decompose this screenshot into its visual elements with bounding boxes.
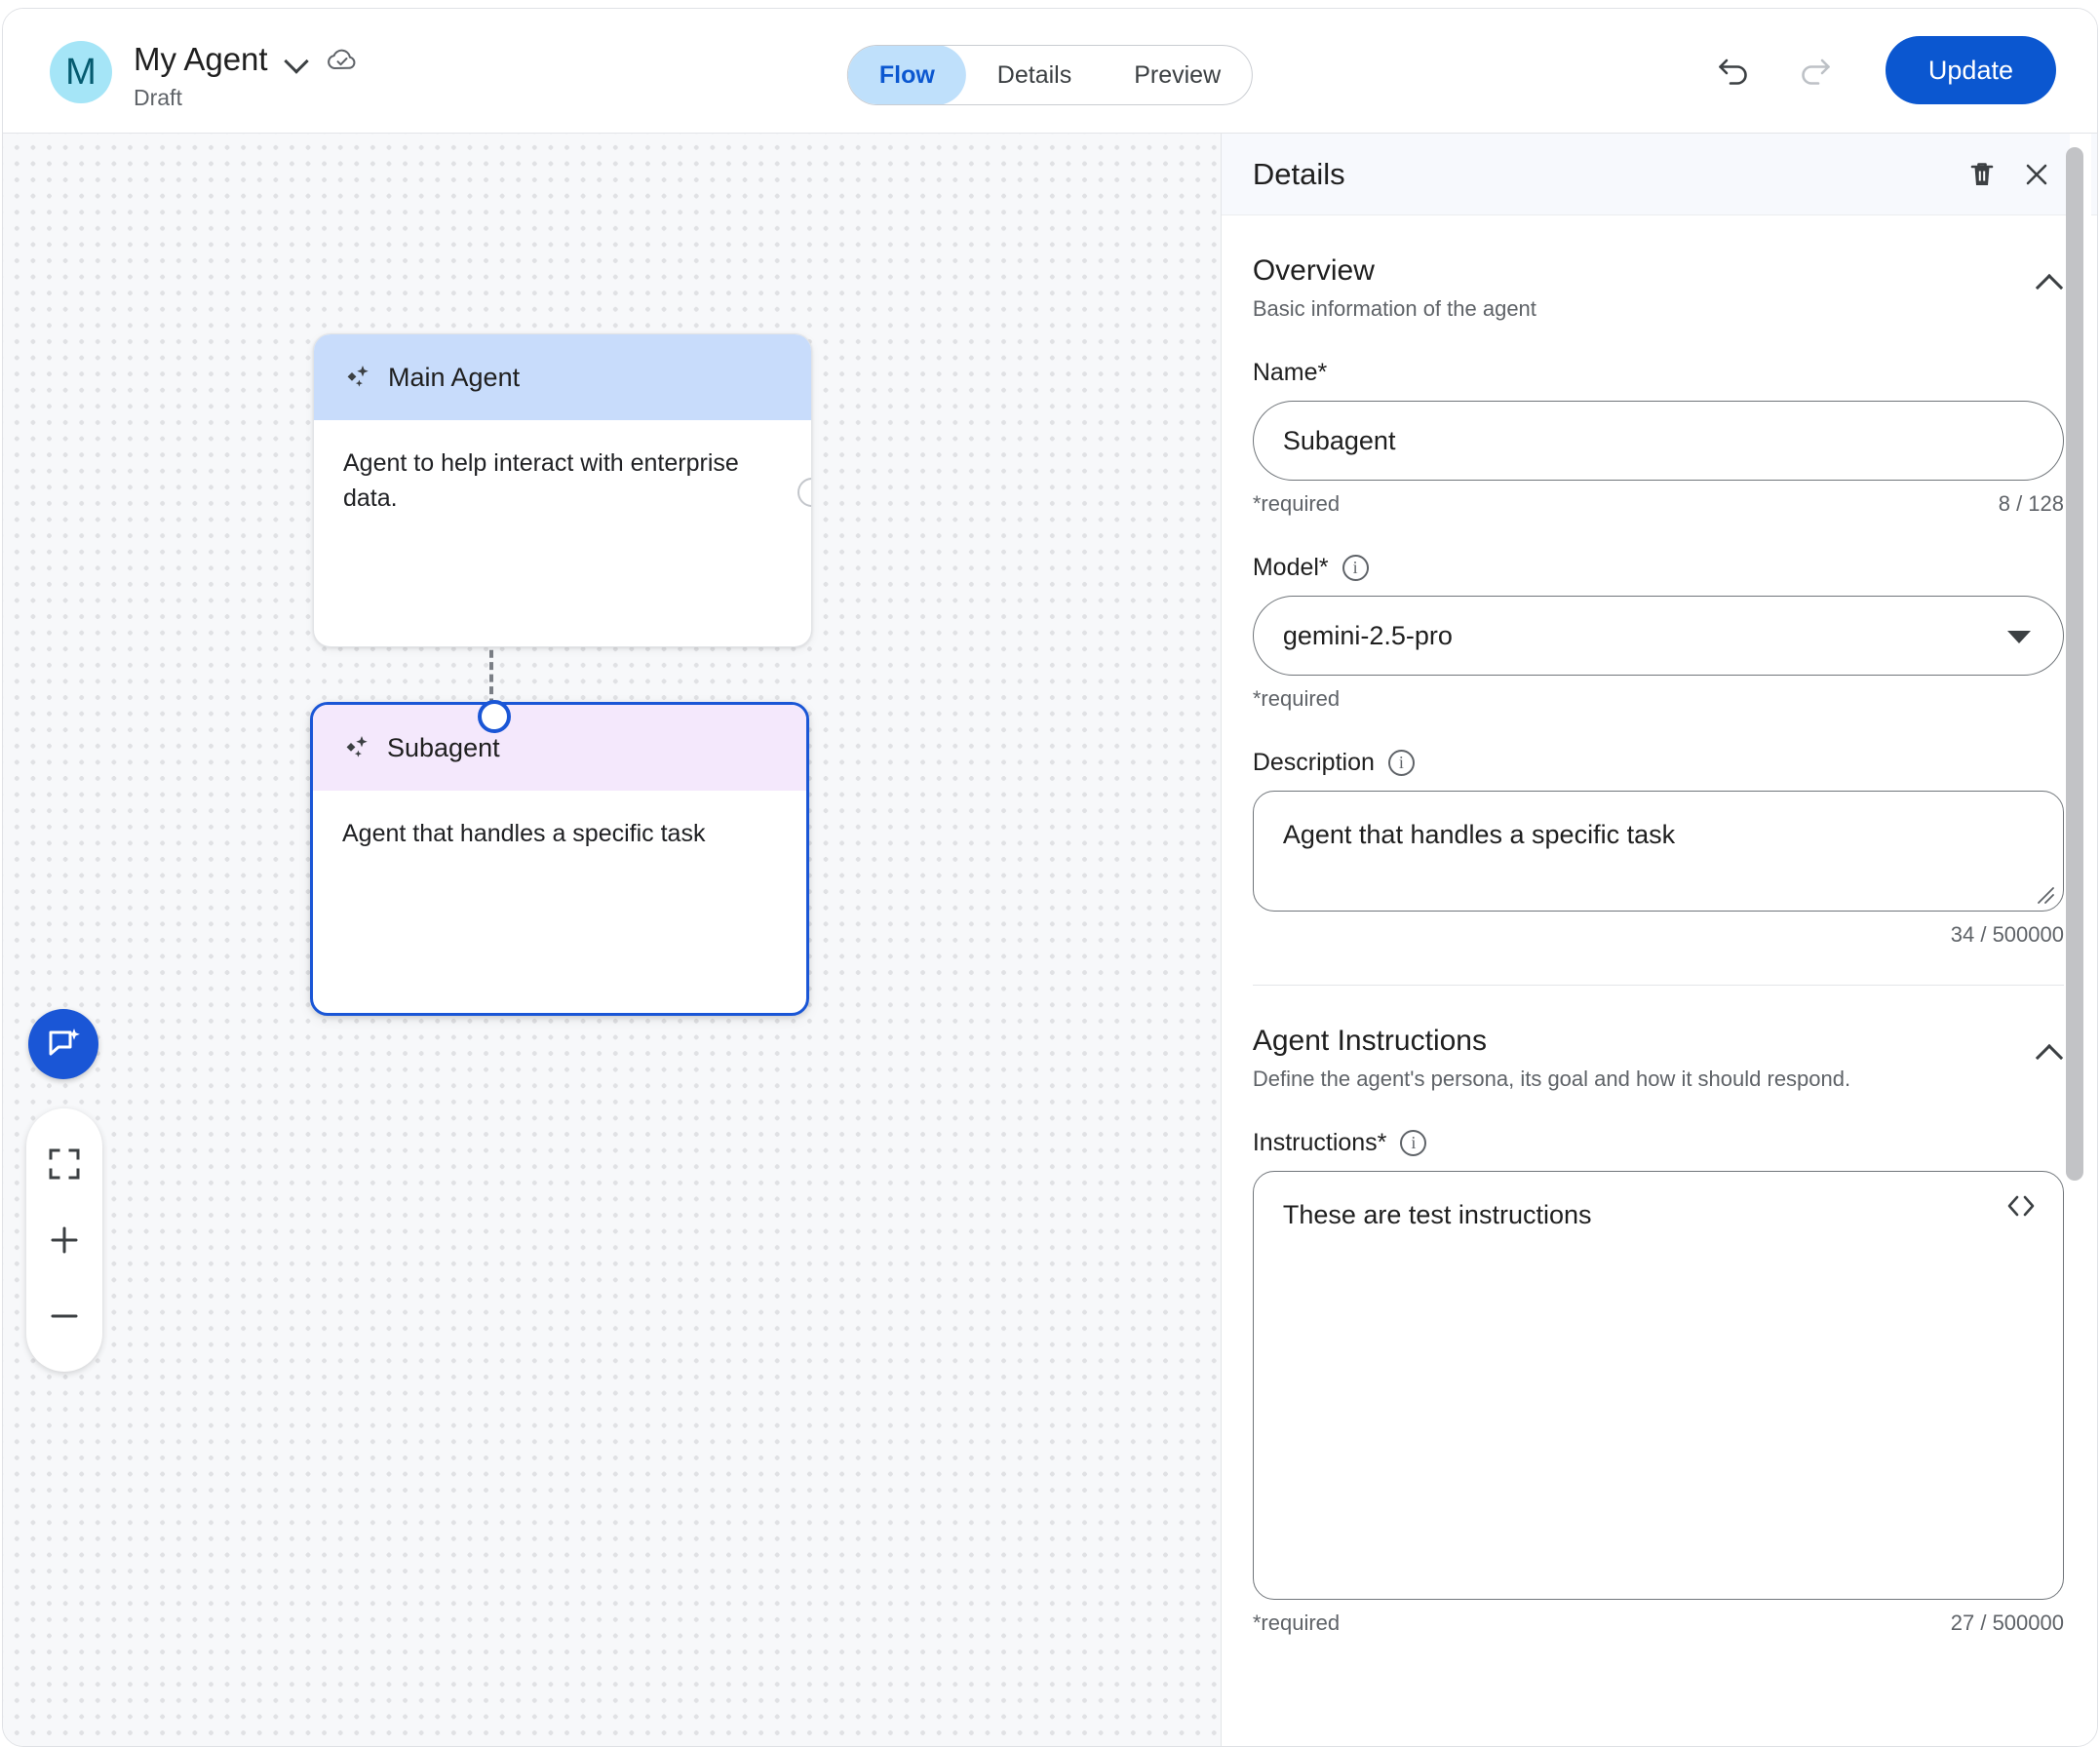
top-bar: M My Agent Draft Flow Details Preview [3,9,2097,134]
view-tabs: Flow Details Preview [846,45,1254,105]
fit-screen-icon [49,1148,80,1180]
instructions-section-subtitle: Define the agent's persona, its goal and… [1252,1067,1851,1091]
instructions-helper-row: *required 27 / 500000 [1253,1611,2064,1636]
name-input[interactable]: Subagent [1252,401,2064,481]
close-button[interactable] [2009,147,2064,202]
redo-icon [1802,58,1830,85]
tab-flow[interactable]: Flow [847,46,966,104]
node-subagent[interactable]: Subagent Agent that handles a specific t… [310,702,809,1016]
undo-icon [1719,58,1747,85]
name-counter: 8 / 128 [1998,491,2064,516]
cloud-check-icon [327,49,356,70]
node-description: Agent to help interact with enterprise d… [343,449,739,512]
edge-main-to-subagent [489,577,493,718]
code-brackets-icon[interactable] [2004,1193,2038,1219]
node-header: Main Agent [314,334,811,420]
scrollbar-thumb[interactable] [2066,147,2083,1181]
instructions-textarea[interactable]: These are test instructions [1252,1171,2064,1600]
name-label-text: Name* [1252,359,1328,386]
section-divider [1252,985,2064,986]
sparkle-icon [347,366,369,387]
chevron-down-icon[interactable] [284,47,309,72]
node-header: Subagent [313,705,806,791]
instructions-section-header: Agent Instructions Define the agent's pe… [1253,1025,2064,1092]
info-icon[interactable]: i [1387,750,1415,776]
node-main-agent[interactable]: Main Agent Agent to help interact with e… [313,333,812,647]
model-required-text: *required [1252,686,1341,711]
tab-preview[interactable]: Preview [1134,60,1222,89]
instructions-label-text: Instructions* [1252,1129,1387,1156]
overview-subtitle: Basic information of the agent [1252,296,1536,321]
overview-section-header: Overview Basic information of the agent [1253,254,2064,322]
details-panel-body[interactable]: Overview Basic information of the agent … [1222,215,2097,1746]
description-textarea[interactable]: Agent that handles a specific task [1252,791,2064,912]
avatar: M [50,41,112,103]
node-input-port[interactable] [478,700,511,733]
sparkle-icon [346,736,368,757]
instructions-required-text: *required [1252,1611,1341,1635]
node-title: Main Agent [388,362,521,392]
name-helper-row: *required 8 / 128 [1253,491,2064,517]
chat-sparkle-icon [49,1029,80,1056]
name-required-text: *required [1252,491,1341,516]
details-panel-header: Details [1221,134,2097,215]
tab-details[interactable]: Details [996,60,1072,89]
resize-handle-icon[interactable] [2033,882,2054,904]
page-title: My Agent [134,41,268,77]
node-description: Agent that handles a specific task [342,820,706,847]
zoom-in-button[interactable] [26,1202,102,1278]
workspace: Main Agent Agent to help interact with e… [3,134,2097,1746]
overview-title: Overview [1252,254,1375,287]
description-label: Description i [1253,749,2064,777]
node-title: Subagent [387,732,500,762]
top-bar-actions: Update [1706,36,2056,104]
model-label: Model* i [1253,554,2064,582]
info-icon[interactable]: i [1342,555,1369,581]
delete-button[interactable] [1955,147,2009,202]
instructions-label: Instructions* i [1253,1129,2064,1157]
name-label: Name* [1253,359,2064,387]
info-icon[interactable]: i [1400,1130,1427,1156]
details-panel: Details [1220,134,2097,1746]
instructions-counter: 27 / 500000 [1950,1611,2064,1635]
chevron-up-icon[interactable] [2035,268,2064,297]
description-counter: 34 / 500000 [1950,922,2064,947]
close-icon [2026,164,2047,184]
fit-screen-button[interactable] [26,1126,102,1202]
details-title: Details [1252,156,1345,191]
description-label-text: Description [1252,749,1375,776]
details-scrollbar[interactable] [2066,134,2091,1746]
plus-icon [51,1226,78,1254]
zoom-out-button[interactable] [26,1278,102,1354]
agent-brand: M My Agent Draft [50,41,360,111]
agent-status: Draft [134,85,182,110]
undo-button[interactable] [1706,43,1761,97]
model-select-wrapper: gemini-2.5-pro [1252,596,2064,676]
description-value: Agent that handles a specific task [1282,820,1676,849]
model-helper-row: *required [1253,686,2064,712]
flow-canvas[interactable]: Main Agent Agent to help interact with e… [3,134,1221,1746]
instructions-value: These are test instructions [1282,1200,1592,1229]
minus-icon [51,1314,78,1318]
update-button[interactable]: Update [1885,36,2056,104]
ai-assistant-button[interactable] [28,1009,98,1079]
redo-button[interactable] [1788,43,1843,97]
model-label-text: Model* [1252,554,1329,581]
instructions-section-title: Agent Instructions [1252,1025,1487,1057]
description-helper-row: 34 / 500000 [1253,922,2064,948]
agent-builder-window: M My Agent Draft Flow Details Preview [2,8,2098,1747]
zoom-controls [26,1108,102,1372]
model-select[interactable]: gemini-2.5-pro [1252,596,2064,676]
trash-icon [1970,162,1994,185]
chevron-up-icon[interactable] [2035,1038,2064,1068]
